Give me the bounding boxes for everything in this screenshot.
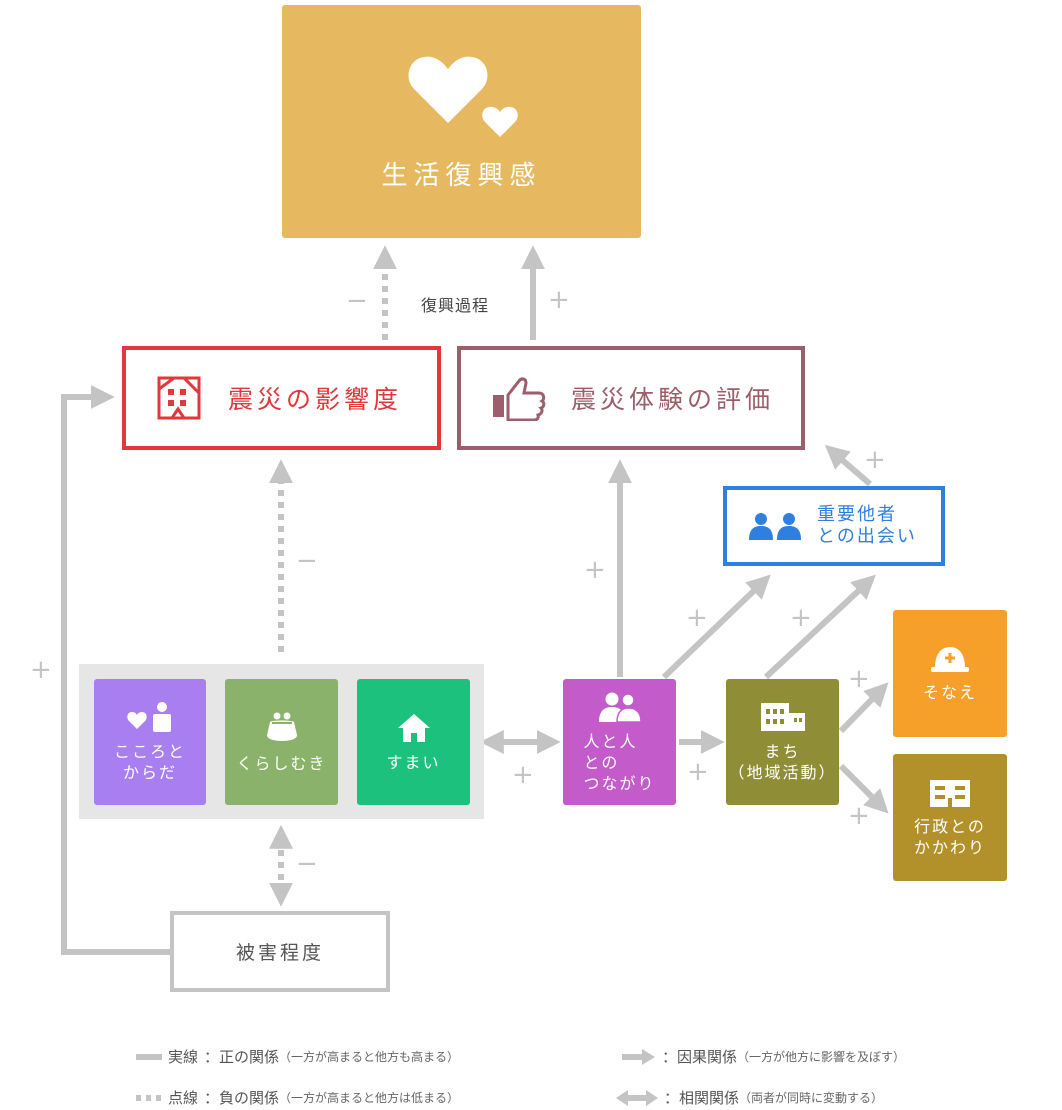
factor-tile-mind-body: こころと からだ xyxy=(94,679,206,805)
two-people-icon xyxy=(749,513,801,540)
legend-solid-label: 実線 xyxy=(168,1048,199,1066)
others-box: 重要他者 との出会い xyxy=(723,486,945,566)
impact-title: 震災の影響度 xyxy=(228,385,403,414)
town-label-line1: まち xyxy=(764,742,801,761)
minus-sign: − xyxy=(296,546,318,576)
goal-box-life-recovery: 生活復興感 xyxy=(282,5,641,238)
plus-sign: + xyxy=(686,603,708,633)
plus-sign: + xyxy=(848,801,870,831)
people-label: 人と人 との つながり xyxy=(583,731,655,794)
people-connections-tile: 人と人 との つながり xyxy=(563,679,676,805)
arrow-others-to-evaluation xyxy=(824,444,872,487)
damage-level-box: 被害程度 xyxy=(170,911,390,992)
dotted-line-icon xyxy=(136,1094,162,1101)
arrow-damage-to-impact xyxy=(61,385,170,955)
factor-label-line2: からだ xyxy=(122,763,177,782)
double-arrow-icon xyxy=(616,1089,658,1106)
factor-tile-livelihood: くらしむき xyxy=(225,679,338,805)
plus-sign: + xyxy=(790,603,812,633)
plus-sign: + xyxy=(512,760,534,790)
legend-causal: ：因果関係 （一方が他方に影響を及ぼす） xyxy=(622,1046,905,1067)
plus-sign: + xyxy=(30,655,52,685)
factor-tile-housing: すまい xyxy=(357,679,470,805)
legend-dotted: 点線 ：負の関係 （一方が高まると他方は低まる） xyxy=(136,1087,459,1108)
legend-solid-desc: ：正の関係 xyxy=(204,1048,280,1066)
impact-box: 震災の影響度 xyxy=(122,346,441,450)
administration-label-line2: かかわり xyxy=(913,837,986,857)
town-tile: まち （地域活動） xyxy=(726,679,839,805)
arrow-town-to-others xyxy=(763,574,876,680)
process-label: 復興過程 xyxy=(421,296,490,315)
factor-label-line1: すまい xyxy=(386,752,441,772)
administration-tile: 行政との かかわり xyxy=(893,754,1007,881)
others-title-line2: との出会い xyxy=(817,526,917,547)
minus-sign: − xyxy=(346,286,368,316)
people-label-line1: 人と人 xyxy=(583,731,638,751)
plus-sign: + xyxy=(848,664,870,694)
legend-correlation: ：相関関係 （両者が同時に変動する） xyxy=(616,1087,883,1108)
damaged-building-icon xyxy=(157,376,201,420)
legend-dotted-note: （一方が高まると他方は低まる） xyxy=(279,1091,460,1105)
damage-title: 被害程度 xyxy=(235,942,324,964)
people-label-line3: つながり xyxy=(583,773,656,793)
others-title-line1: 重要他者 xyxy=(817,504,897,525)
factor-label-line1: くらしむき xyxy=(236,753,327,773)
thumbs-up-icon xyxy=(493,377,546,421)
others-title: 重要他者 との出会い xyxy=(817,504,917,548)
arrow-town-to-preparedness xyxy=(838,682,889,734)
single-arrow-icon xyxy=(622,1048,655,1065)
office-icon xyxy=(930,779,970,807)
purse-icon xyxy=(266,712,297,741)
arrow-people-to-others xyxy=(661,574,771,680)
preparedness-label: そなえ xyxy=(922,683,977,702)
legend-correlation-note: （両者が同時に変動する） xyxy=(739,1091,884,1105)
legend-solid: 実線 ：正の関係 （一方が高まると他方も高まる） xyxy=(136,1046,459,1067)
legend-correlation-desc: ：相関関係 xyxy=(664,1089,740,1107)
town-label-line2: （地域活動） xyxy=(728,763,837,782)
legend-solid-note: （一方が高まると他方も高まる） xyxy=(279,1050,460,1064)
goal-title: 生活復興感 xyxy=(381,161,542,191)
minus-sign: − xyxy=(296,849,318,879)
buildings-icon xyxy=(760,703,805,731)
helmet-icon xyxy=(931,647,969,672)
plus-sign: + xyxy=(864,445,886,475)
factor-label-line1: こころと xyxy=(113,742,186,761)
plus-sign: + xyxy=(584,555,606,585)
evaluation-box: 震災体験の評価 xyxy=(457,346,805,450)
administration-label-line1: 行政との xyxy=(914,816,986,836)
legend-causal-desc: ：因果関係 xyxy=(662,1048,738,1066)
house-icon xyxy=(397,713,430,742)
solid-line-icon xyxy=(136,1053,162,1060)
legend-causal-note: （一方が他方に影響を及ぼす） xyxy=(737,1050,906,1064)
people-label-line2: との xyxy=(583,752,620,772)
arrow-town-to-administration xyxy=(838,763,889,814)
legend-dotted-label: 点線 xyxy=(168,1089,199,1107)
hearts-icon xyxy=(408,56,518,137)
people-icon xyxy=(598,692,642,723)
plus-sign: + xyxy=(687,757,709,787)
legend-dotted-desc: ：負の関係 xyxy=(204,1089,280,1107)
evaluation-title: 震災体験の評価 xyxy=(571,385,775,414)
heart-person-icon xyxy=(127,702,171,732)
plus-sign: + xyxy=(548,285,570,315)
preparedness-tile: そなえ xyxy=(893,610,1007,737)
